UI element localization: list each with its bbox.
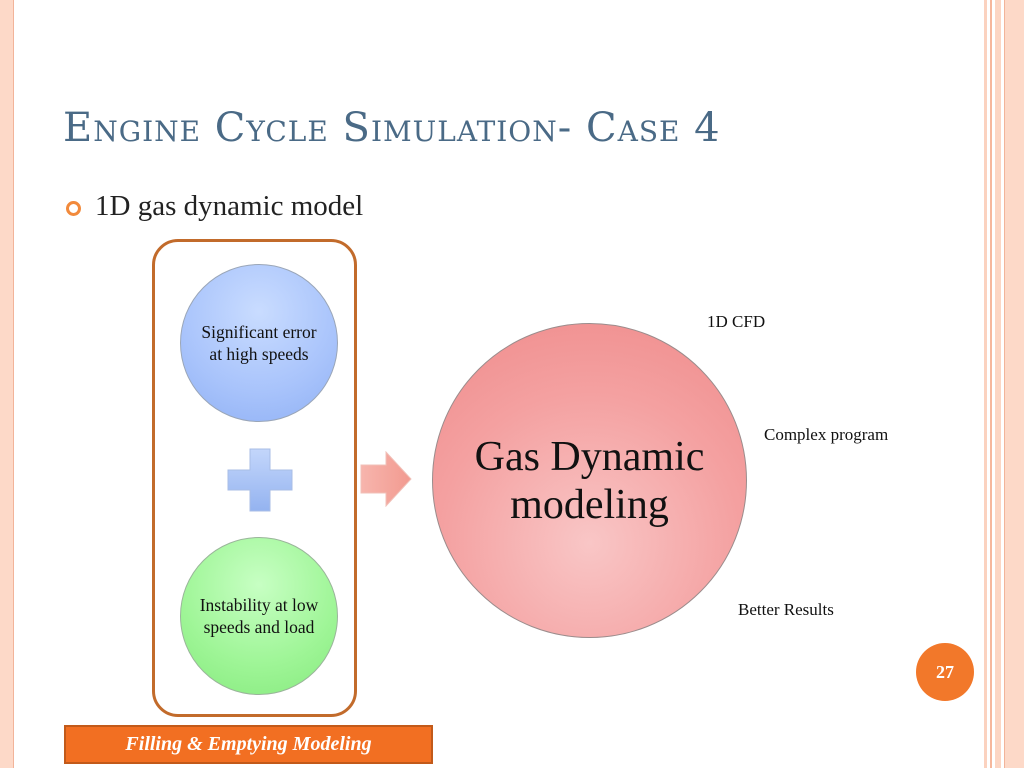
left-border-decoration	[0, 0, 14, 768]
approach-group-box	[152, 239, 357, 717]
footer-caption: Filling & Emptying Modeling	[125, 733, 372, 755]
low-speed-instability-circle: Instability at low speeds and load	[180, 537, 338, 695]
bullet-item: 1D gas dynamic model	[66, 190, 363, 223]
footer-caption-box: Filling & Emptying Modeling	[64, 725, 433, 764]
label-better-results: Better Results	[738, 600, 834, 619]
page-number: 27	[936, 661, 954, 682]
low-speed-instability-text: Instability at low speeds and load	[199, 595, 319, 637]
high-speed-error-circle: Significant error at high speeds	[180, 264, 338, 422]
label-complex-program: Complex program	[764, 425, 889, 444]
plus-icon	[227, 448, 293, 512]
slide-title: Engine Cycle Simulation- Case 4	[63, 105, 721, 151]
label-1d-cfd: 1D CFD	[707, 312, 766, 331]
high-speed-error-text: Significant error at high speeds	[201, 322, 317, 364]
right-arrow-icon	[360, 451, 412, 507]
bullet-circle-icon	[66, 201, 81, 216]
right-border-decoration	[984, 0, 1024, 768]
gas-dynamic-modeling-circle: Gas Dynamic modeling	[432, 323, 747, 638]
gas-dynamic-modeling-text: Gas Dynamic modeling	[474, 433, 705, 528]
bullet-text: 1D gas dynamic model	[95, 190, 364, 222]
page-number-badge: 27	[916, 643, 974, 701]
